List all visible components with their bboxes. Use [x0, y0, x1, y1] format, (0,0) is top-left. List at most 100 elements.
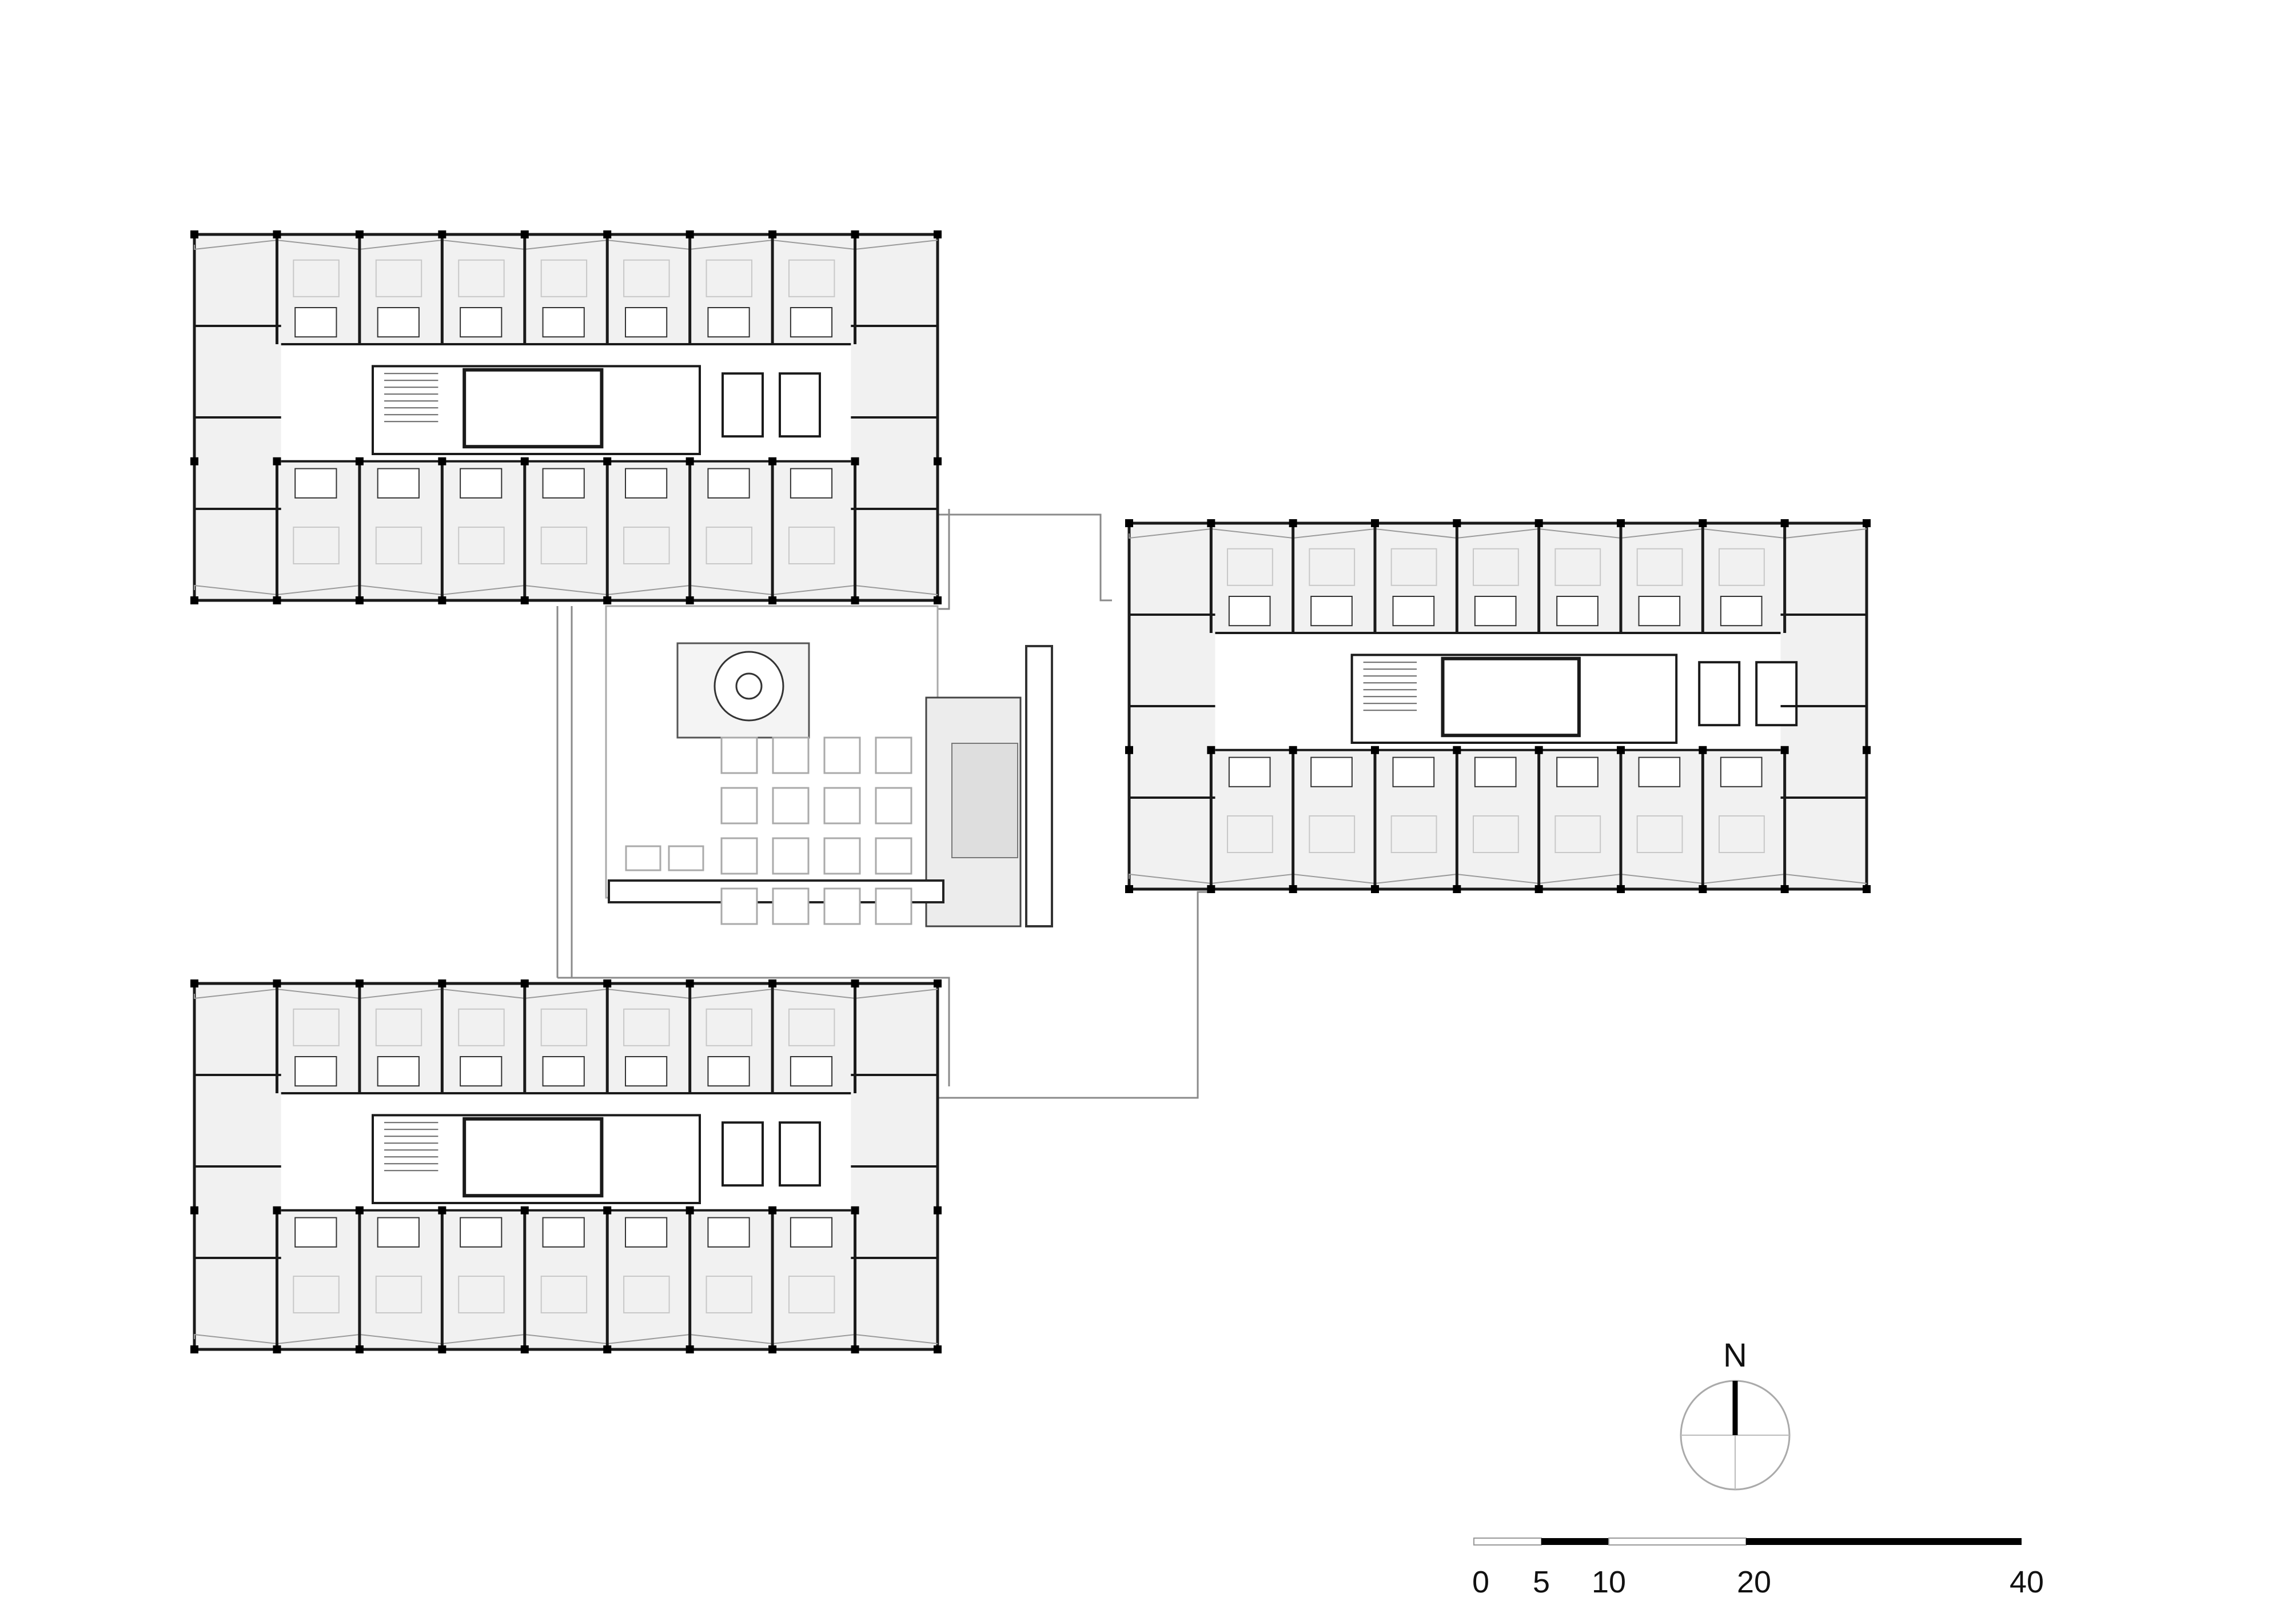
bathroom-pod — [790, 468, 833, 499]
bed — [540, 1008, 588, 1046]
south-bridge — [938, 891, 1209, 1099]
light-well — [1441, 656, 1581, 738]
bathroom-pod — [294, 307, 337, 338]
column — [1125, 519, 1133, 527]
bathroom-pod — [707, 307, 750, 338]
scale-segment-10-20 — [1608, 1538, 1747, 1546]
bathroom-pod — [1638, 756, 1681, 787]
column — [520, 457, 529, 465]
bed — [1636, 815, 1683, 853]
column — [934, 596, 942, 604]
column — [1780, 746, 1789, 754]
planter — [720, 787, 758, 825]
scale-tick-5: 5 — [1533, 1565, 1550, 1599]
column — [355, 230, 364, 238]
planter — [823, 837, 861, 875]
column — [1207, 746, 1215, 754]
bed — [1227, 815, 1273, 853]
bench — [625, 845, 661, 871]
column — [355, 1345, 364, 1353]
bed — [293, 1276, 340, 1313]
wing-southwest — [190, 979, 942, 1353]
south-link — [557, 977, 950, 1086]
column — [685, 1345, 694, 1353]
planter — [772, 887, 810, 925]
column — [1207, 885, 1215, 893]
planter — [823, 887, 861, 925]
column — [851, 230, 859, 238]
bed — [623, 1276, 670, 1313]
column — [603, 1345, 612, 1353]
spiral-stair — [713, 651, 784, 722]
column — [603, 596, 612, 604]
bathroom-pod — [707, 1217, 750, 1248]
bathroom-pod — [707, 1056, 750, 1087]
bed — [540, 527, 588, 564]
wing-northwest — [190, 230, 942, 604]
column — [190, 979, 198, 987]
bathroom-pod — [1392, 596, 1435, 627]
column — [273, 979, 281, 987]
column — [1617, 885, 1625, 893]
bed — [375, 527, 422, 564]
bed — [1554, 548, 1601, 586]
bathroom-pod — [377, 1217, 420, 1248]
bathroom-pod — [294, 1217, 337, 1248]
column — [1863, 519, 1871, 527]
column — [851, 979, 859, 987]
bed — [705, 527, 752, 564]
column — [438, 230, 447, 238]
column — [768, 596, 777, 604]
planter — [772, 837, 810, 875]
column — [273, 457, 281, 465]
bathroom-pod — [1392, 756, 1435, 787]
column — [685, 596, 694, 604]
planter — [875, 887, 912, 925]
planter — [772, 787, 810, 825]
column — [520, 1206, 529, 1214]
bathroom-pod — [377, 468, 420, 499]
column — [190, 1345, 198, 1353]
column — [190, 1206, 198, 1214]
column — [768, 230, 777, 238]
bed — [1719, 815, 1765, 853]
bathroom-pod — [1310, 756, 1353, 787]
bathroom-pod — [790, 1217, 833, 1248]
column — [685, 1206, 694, 1214]
column — [685, 457, 694, 465]
bathroom-pod — [294, 1056, 337, 1087]
bathroom-pod — [1638, 596, 1681, 627]
light-well — [463, 368, 604, 449]
column — [1780, 519, 1789, 527]
bed — [1227, 548, 1273, 586]
column — [355, 596, 364, 604]
terrace-planters — [625, 736, 912, 925]
planter — [875, 736, 912, 774]
column — [1699, 519, 1707, 527]
column — [1125, 885, 1133, 893]
column — [1699, 746, 1707, 754]
column — [1534, 519, 1543, 527]
column — [934, 457, 942, 465]
bathroom-pod — [542, 1217, 585, 1248]
bed — [293, 1008, 340, 1046]
column — [851, 1206, 859, 1214]
central-pavilion — [605, 605, 1053, 927]
bed — [705, 1008, 752, 1046]
column — [190, 596, 198, 604]
bed — [540, 1276, 588, 1313]
bathroom-pod — [460, 1056, 503, 1087]
bed — [1390, 815, 1437, 853]
scale-segment-20-40 — [1746, 1538, 2022, 1545]
column — [520, 1345, 529, 1353]
column — [934, 1345, 942, 1353]
planter — [823, 787, 861, 825]
column — [768, 457, 777, 465]
scale-segment-5-10 — [1541, 1538, 1609, 1545]
column — [273, 596, 281, 604]
elevator — [779, 1121, 821, 1187]
column — [438, 457, 447, 465]
bathroom-pod — [460, 307, 503, 338]
column — [603, 1206, 612, 1214]
scale-tick-40: 40 — [2010, 1565, 2044, 1599]
